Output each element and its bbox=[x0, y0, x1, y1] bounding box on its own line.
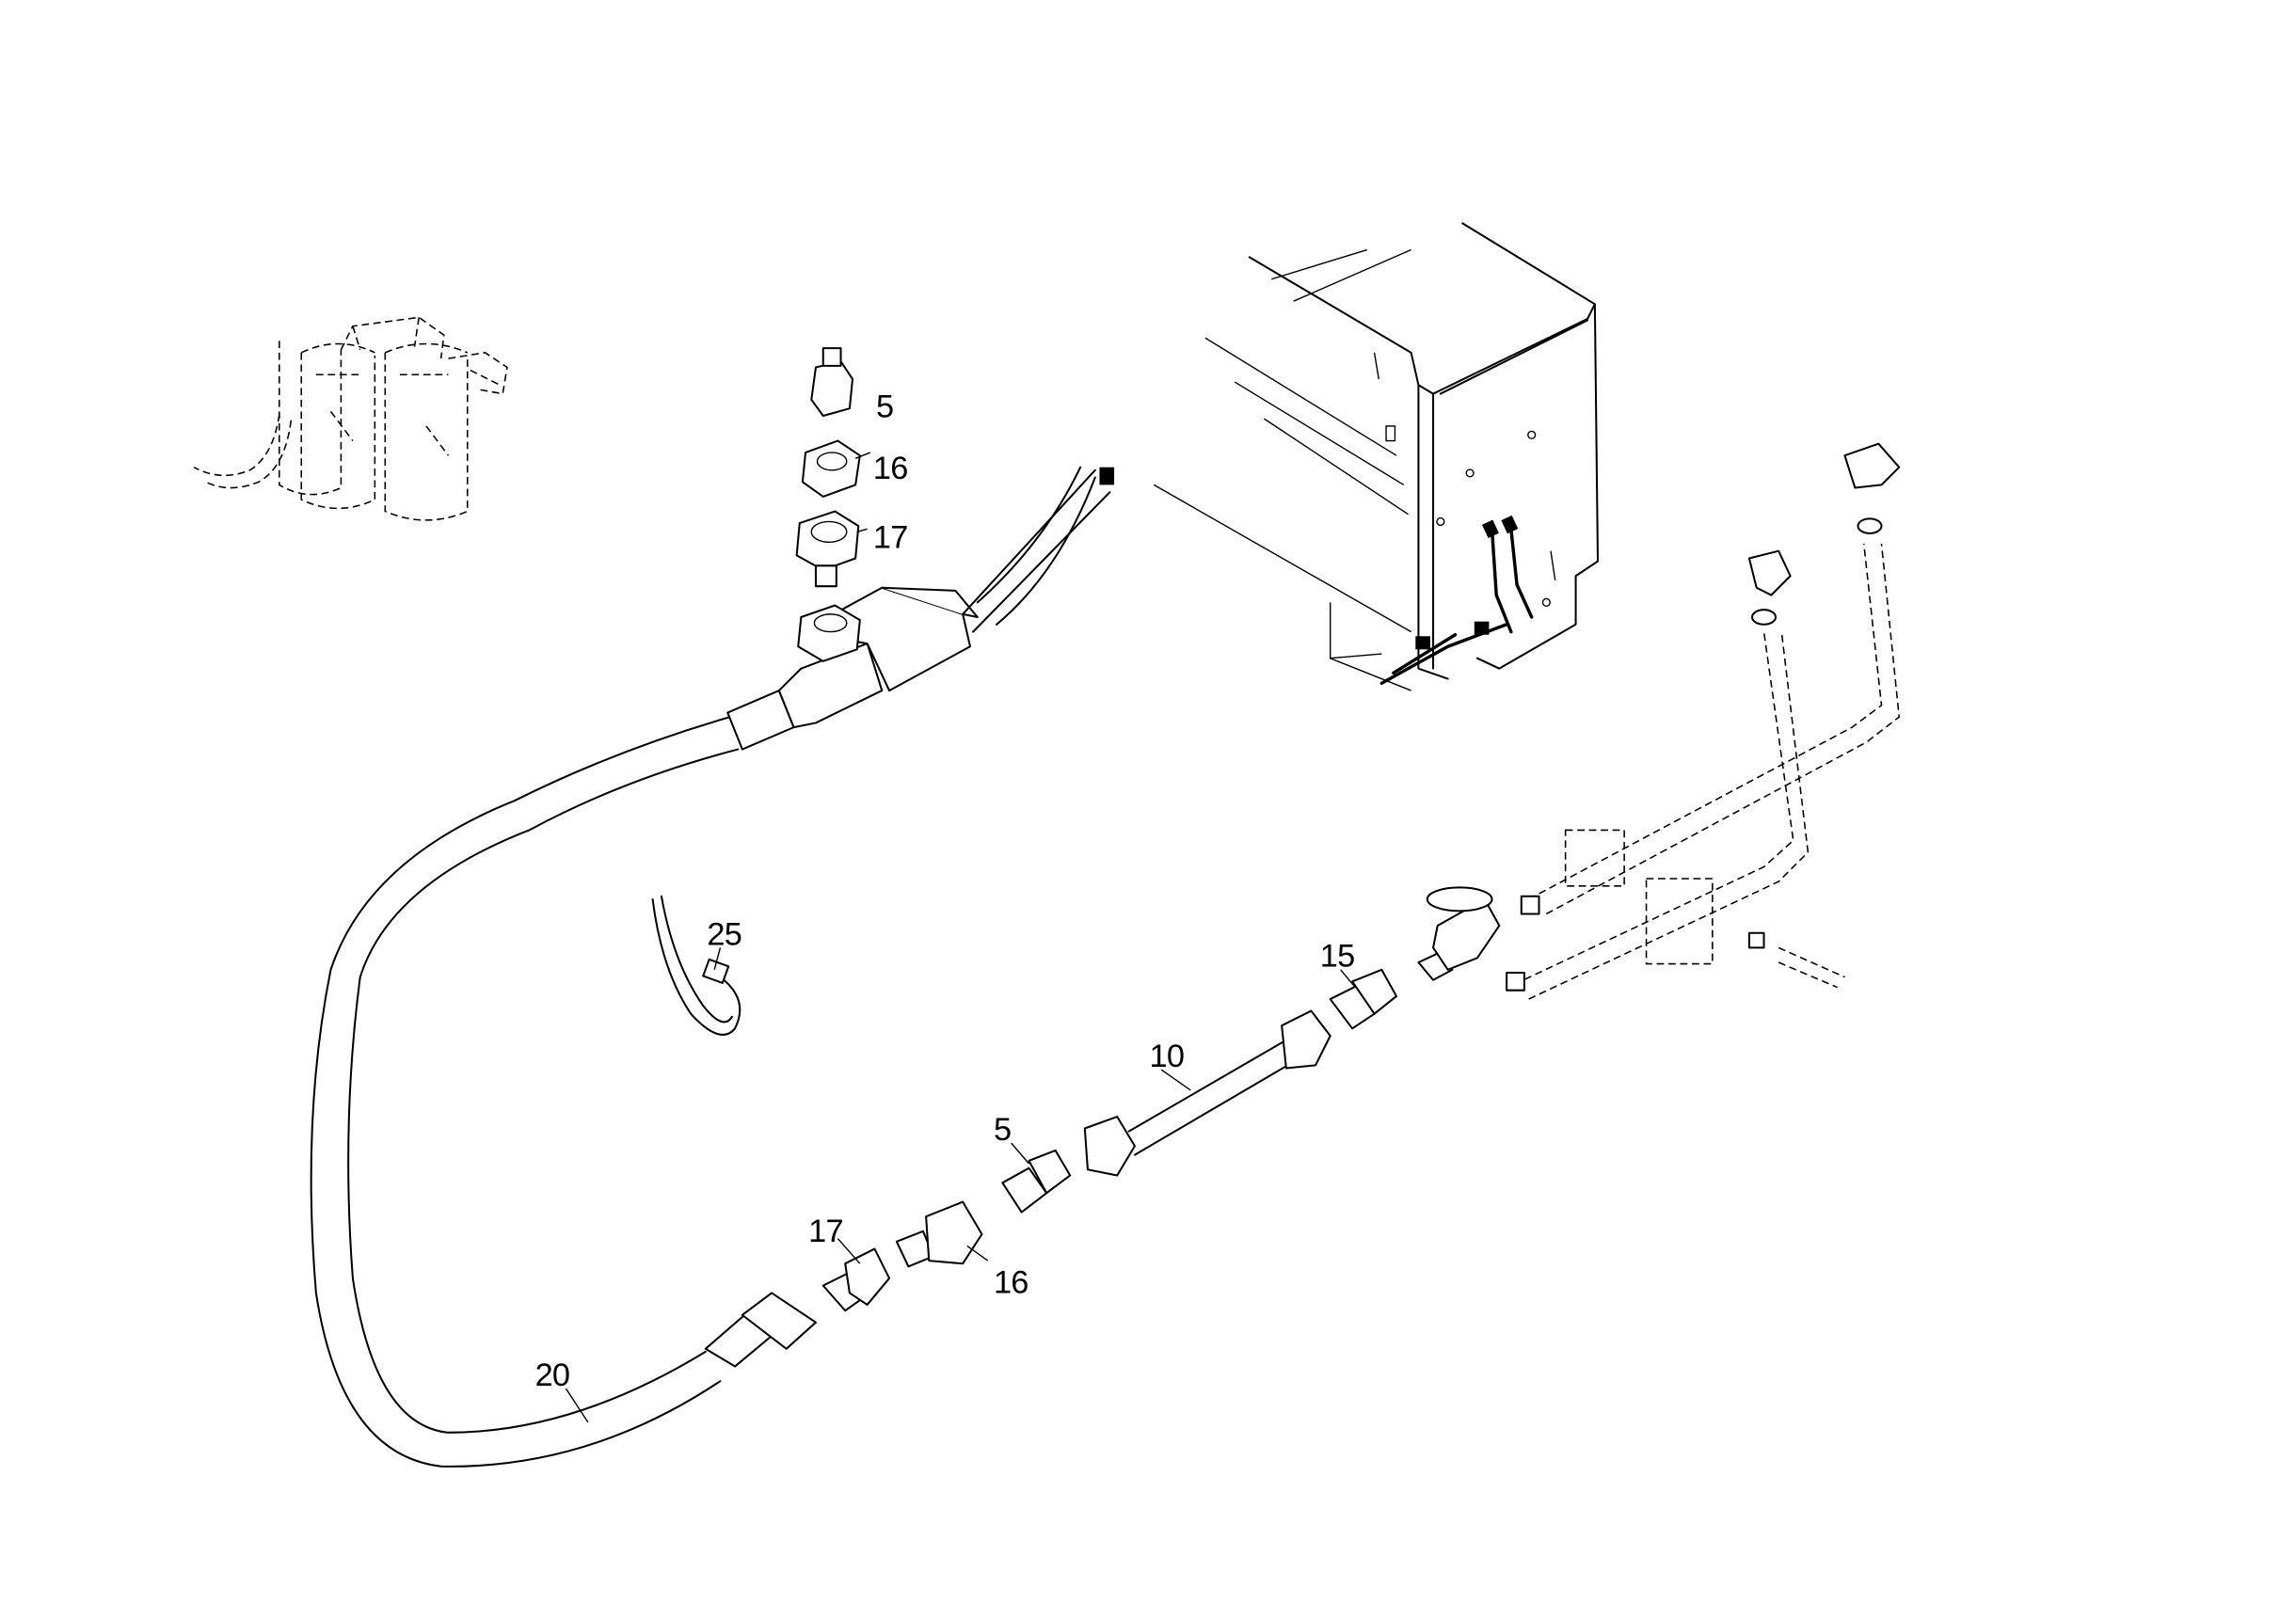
callout-17-top: 17 bbox=[873, 520, 908, 556]
callout-5-top: 5 bbox=[876, 389, 893, 425]
tank-unit bbox=[1153, 222, 1600, 691]
callout-17-bottom: 17 bbox=[808, 1214, 843, 1249]
callout-16-bottom: 16 bbox=[994, 1264, 1028, 1300]
callout-16-top: 16 bbox=[873, 451, 908, 486]
cable-tie-25 bbox=[651, 895, 741, 1036]
callout-15: 15 bbox=[1320, 939, 1355, 975]
callout-5-mid: 5 bbox=[994, 1112, 1011, 1148]
valve-and-pipes bbox=[1417, 442, 1901, 1000]
callout-25: 25 bbox=[707, 916, 741, 952]
callout-labels: 5 16 17 25 15 10 5 17 16 20 bbox=[535, 389, 1356, 1393]
callout-10: 10 bbox=[1150, 1039, 1185, 1074]
fitting-stack-top bbox=[795, 347, 861, 662]
filter-housing-ghost bbox=[193, 316, 508, 521]
fitting-row-lower bbox=[821, 968, 1398, 1312]
callout-20: 20 bbox=[535, 1357, 570, 1393]
leader-lines bbox=[565, 452, 1356, 1423]
